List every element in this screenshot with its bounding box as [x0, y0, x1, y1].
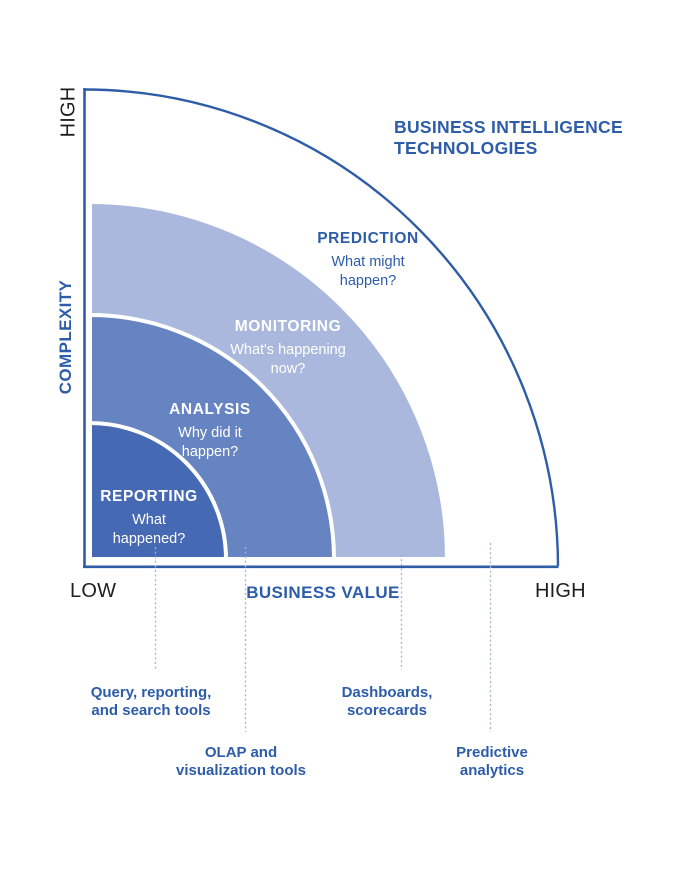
ring-label-reporting: REPORTING What happened? [49, 487, 249, 549]
ring-name-monitoring: MONITORING [234, 318, 342, 335]
ring-question-analysis: Why did it happen? [178, 425, 242, 460]
band-prediction-arc [84, 88, 560, 567]
ring-label-prediction: PREDICTION What might happen? [268, 229, 468, 291]
band-reporting [88, 420, 229, 561]
y-axis-title: COMPLEXITY [56, 279, 75, 395]
callout-olap-visualization-tools: OLAP and visualization tools [175, 744, 307, 779]
page-title: BUSINESS INTELLIGENCE TECHNOLOGIES [394, 117, 623, 158]
ring-name-prediction: PREDICTION [317, 230, 419, 247]
ring-question-reporting: What happened? [112, 512, 186, 547]
callout-predictive-analytics: Predictive analytics [456, 744, 528, 779]
x-axis-high-label: HIGH [535, 580, 586, 602]
callout-query-reporting-tools: Query, reporting, and search tools [90, 684, 212, 719]
ring-name-reporting: REPORTING [100, 488, 198, 505]
x-axis-low-label: LOW [70, 580, 117, 602]
ring-name-analysis: ANALYSIS [169, 401, 251, 418]
ring-label-monitoring: MONITORING What's happening now? [188, 317, 388, 379]
ring-question-monitoring: What's happening now? [230, 342, 346, 377]
callout-dashboards-scorecards: Dashboards, scorecards [341, 684, 433, 719]
ring-question-prediction: What might happen? [331, 254, 405, 289]
x-axis-title: BUSINESS VALUE [246, 583, 400, 602]
y-axis-high-label: HIGH [57, 86, 80, 138]
ring-label-analysis: ANALYSIS Why did it happen? [110, 400, 310, 462]
